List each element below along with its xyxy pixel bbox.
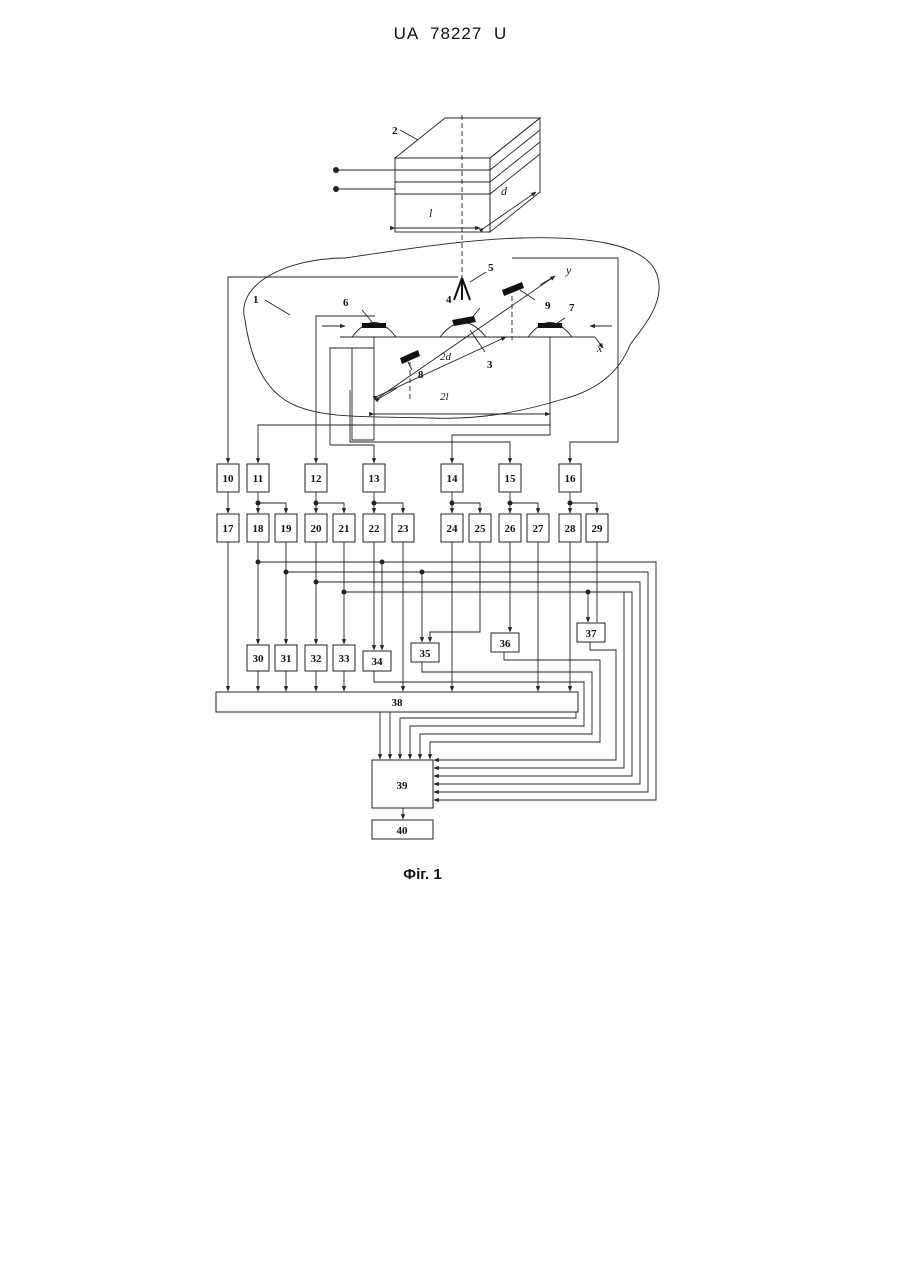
block-21: 21 <box>333 514 355 542</box>
svg-text:19: 19 <box>281 523 293 535</box>
label-4: 4 <box>446 294 452 306</box>
svg-text:11: 11 <box>253 473 263 485</box>
block-26: 26 <box>499 514 521 542</box>
svg-text:15: 15 <box>505 473 517 485</box>
svg-text:30: 30 <box>253 653 265 665</box>
axis-x-label: x <box>596 341 603 355</box>
block-10: 10 <box>217 464 239 492</box>
block-29: 29 <box>586 514 608 542</box>
block-17: 17 <box>217 514 239 542</box>
block-33: 33 <box>333 645 355 671</box>
label-3: 3 <box>487 359 493 371</box>
label-1: 1 <box>253 294 259 306</box>
svg-text:23: 23 <box>398 523 410 535</box>
block-11: 11 <box>247 464 269 492</box>
block-15: 15 <box>499 464 521 492</box>
block-27: 27 <box>527 514 549 542</box>
block-34: 34 <box>363 651 391 671</box>
svg-text:31: 31 <box>281 653 292 665</box>
svg-text:33: 33 <box>339 653 351 665</box>
svg-text:26: 26 <box>505 523 517 535</box>
svg-text:21: 21 <box>339 523 350 535</box>
svg-text:10: 10 <box>223 473 235 485</box>
svg-text:40: 40 <box>397 825 409 837</box>
block-30: 30 <box>247 645 269 671</box>
block-24: 24 <box>441 514 463 542</box>
block-38: 38 <box>216 692 578 712</box>
svg-text:35: 35 <box>420 648 432 660</box>
block-37: 37 <box>577 623 605 642</box>
block-13: 13 <box>363 464 385 492</box>
label-9: 9 <box>545 300 551 312</box>
block-32: 32 <box>305 645 327 671</box>
block-35: 35 <box>411 643 439 662</box>
row1-row2-wiring <box>228 492 597 513</box>
block-20: 20 <box>305 514 327 542</box>
label-7: 7 <box>569 302 575 314</box>
svg-text:22: 22 <box>369 523 381 535</box>
svg-text:34: 34 <box>372 656 384 668</box>
block-16: 16 <box>559 464 581 492</box>
label-2: 2 <box>392 125 398 137</box>
label-5: 5 <box>488 262 494 274</box>
figure-caption: Фіг. 1 <box>0 866 845 883</box>
block-36: 36 <box>491 633 519 652</box>
svg-text:12: 12 <box>311 473 323 485</box>
svg-text:14: 14 <box>447 473 459 485</box>
block-12: 12 <box>305 464 327 492</box>
label-d: d <box>501 184 508 198</box>
middle-wiring <box>228 542 656 819</box>
svg-text:29: 29 <box>592 523 604 535</box>
object-contour <box>244 238 659 419</box>
block-23: 23 <box>392 514 414 542</box>
label-8: 8 <box>418 369 424 381</box>
label-2d: 2d <box>440 351 452 363</box>
svg-text:24: 24 <box>447 523 459 535</box>
svg-text:17: 17 <box>223 523 235 535</box>
svg-text:18: 18 <box>253 523 265 535</box>
svg-text:38: 38 <box>392 697 404 709</box>
block-22: 22 <box>363 514 385 542</box>
svg-text:16: 16 <box>565 473 577 485</box>
svg-text:39: 39 <box>397 780 409 792</box>
block-19: 19 <box>275 514 297 542</box>
svg-text:36: 36 <box>500 638 512 650</box>
svg-text:27: 27 <box>533 523 545 535</box>
block-39: 39 <box>372 760 433 808</box>
block-18: 18 <box>247 514 269 542</box>
svg-text:32: 32 <box>311 653 323 665</box>
block-14: 14 <box>441 464 463 492</box>
svg-text:28: 28 <box>565 523 577 535</box>
block-31: 31 <box>275 645 297 671</box>
sensor-wiring <box>228 258 618 463</box>
block-28: 28 <box>559 514 581 542</box>
block-25: 25 <box>469 514 491 542</box>
label-l: l <box>429 206 433 220</box>
svg-text:37: 37 <box>586 628 598 640</box>
block-40: 40 <box>372 820 433 839</box>
axis-y-label: y <box>565 263 572 277</box>
svg-text:13: 13 <box>369 473 381 485</box>
svg-text:20: 20 <box>311 523 323 535</box>
label-6: 6 <box>343 297 349 309</box>
magnet-block <box>333 115 540 300</box>
label-2l: 2l <box>440 391 449 403</box>
svg-text:25: 25 <box>475 523 487 535</box>
